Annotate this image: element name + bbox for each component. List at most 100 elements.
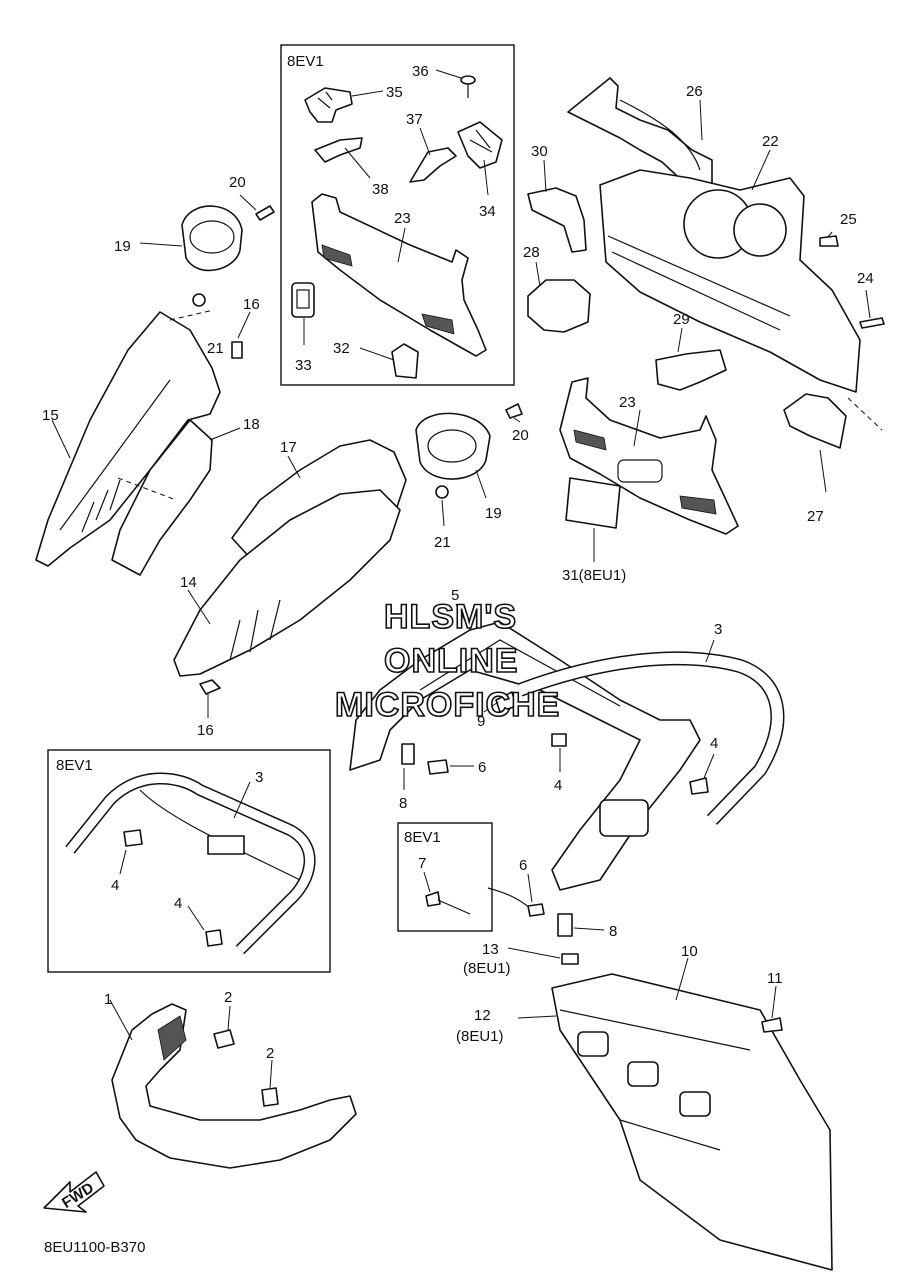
callout-20: 20 xyxy=(512,427,529,444)
callout-25: 25 xyxy=(840,211,857,228)
box-left-label: 8EV1 xyxy=(56,757,93,774)
watermark-line-1: HLSM'S xyxy=(384,598,517,636)
watermark-line-3: MICROFICHE xyxy=(335,686,560,724)
callout-4: 4 xyxy=(554,777,562,794)
part-13-rivet xyxy=(561,953,579,965)
callout-19: 19 xyxy=(485,505,502,522)
callout-31: 31(8EU1) xyxy=(562,567,626,584)
part-37-bracket xyxy=(409,147,457,183)
box-mid-label: 8EV1 xyxy=(404,829,441,846)
part-33-grommet xyxy=(291,282,315,318)
callout-16: 16 xyxy=(243,296,260,313)
part-4-bolt-left-b xyxy=(205,929,223,947)
part-1-bumper xyxy=(111,1003,357,1169)
callout-13: 13 xyxy=(482,941,499,958)
part-22-panel xyxy=(599,169,861,393)
callout-4: 4 xyxy=(710,735,718,752)
callout-32: 32 xyxy=(333,340,350,357)
detail-box-left xyxy=(47,749,331,973)
part-23-guard-top xyxy=(311,193,487,357)
fwd-arrow-icon xyxy=(43,1171,105,1213)
callout-3: 3 xyxy=(714,621,722,638)
callout-2: 2 xyxy=(266,1045,274,1062)
callout-4: 4 xyxy=(174,895,182,912)
callout-14: 14 xyxy=(180,574,197,591)
callout-15: 15 xyxy=(42,407,59,424)
part-38-bracket xyxy=(314,137,363,163)
callout-6: 6 xyxy=(519,857,527,874)
callout-38: 38 xyxy=(372,181,389,198)
callout-21: 21 xyxy=(207,340,224,357)
callout-12-variant: (8EU1) xyxy=(456,1028,504,1045)
callout-17: 17 xyxy=(280,439,297,456)
part-16-screw-right xyxy=(199,679,221,695)
part-18-panel xyxy=(111,419,213,576)
callout-34: 34 xyxy=(479,203,496,220)
callout-13-variant: (8EU1) xyxy=(463,960,511,977)
part-4-bolt-right xyxy=(689,777,709,795)
callout-24: 24 xyxy=(857,270,874,287)
part-31-plate xyxy=(565,477,621,529)
part-4-bolt-left-a xyxy=(123,829,143,847)
part-35-bracket xyxy=(304,87,353,123)
part-16-screw-left xyxy=(231,341,243,359)
callout-5: 5 xyxy=(451,587,459,604)
diagram-code: 8EU1100-B370 xyxy=(44,1239,145,1256)
part-8-nut-right xyxy=(557,913,573,937)
callout-37: 37 xyxy=(406,111,423,128)
detail-box-mid xyxy=(397,822,493,932)
part-8-nut-left xyxy=(401,743,415,765)
callout-12: 12 xyxy=(474,1007,491,1024)
callout-9: 9 xyxy=(477,713,485,730)
part-34-clamp xyxy=(457,121,503,169)
part-20-bolt-right xyxy=(505,403,523,419)
callout-33: 33 xyxy=(295,357,312,374)
part-10-flap xyxy=(551,973,833,1271)
part-9-clip xyxy=(495,691,517,713)
callout-23: 23 xyxy=(394,210,411,227)
part-6-bolt-left xyxy=(427,759,449,775)
callout-29: 29 xyxy=(673,311,690,328)
part-2-bolt-b xyxy=(261,1087,279,1107)
part-32-grommet xyxy=(391,343,419,379)
part-3-bar-left xyxy=(65,772,316,955)
callout-20: 20 xyxy=(229,174,246,191)
part-5-frame xyxy=(349,621,701,891)
callout-16: 16 xyxy=(197,722,214,739)
part-7-bolt xyxy=(425,891,471,915)
part-26-cover xyxy=(567,77,713,193)
part-19-ring-left xyxy=(181,205,243,272)
callout-30: 30 xyxy=(531,143,548,160)
part-30-bracket xyxy=(527,187,587,253)
callout-11: 11 xyxy=(767,970,783,987)
callout-22: 22 xyxy=(762,133,779,150)
watermark-line-2: ONLINE xyxy=(384,642,518,680)
part-3-bar-right xyxy=(517,651,785,825)
part-23-guard-lower xyxy=(559,377,739,535)
part-4-bolt-center xyxy=(551,733,567,747)
part-28-bracket xyxy=(527,279,591,333)
callout-35: 35 xyxy=(386,84,403,101)
callout-26: 26 xyxy=(686,83,703,100)
callout-23: 23 xyxy=(619,394,636,411)
part-21-nut-left xyxy=(192,293,206,307)
callout-8: 8 xyxy=(399,795,407,812)
part-21-nut-right xyxy=(435,485,449,499)
box-top-label: 8EV1 xyxy=(287,53,324,70)
callout-27: 27 xyxy=(807,508,824,525)
callout-8: 8 xyxy=(609,923,617,940)
part-11-rivet xyxy=(761,1017,783,1033)
callout-7: 7 xyxy=(418,855,426,872)
callout-21: 21 xyxy=(434,534,451,551)
part-20-bolt-left xyxy=(255,205,275,221)
callout-18: 18 xyxy=(243,416,260,433)
callout-3: 3 xyxy=(255,769,263,786)
part-6-bolt-right xyxy=(527,903,545,917)
callout-10: 10 xyxy=(681,943,698,960)
part-24-rivet xyxy=(859,317,885,329)
part-15-panel xyxy=(35,311,221,567)
callout-6: 6 xyxy=(478,759,486,776)
callout-1: 1 xyxy=(104,991,112,1008)
part-14-panel xyxy=(173,489,401,677)
